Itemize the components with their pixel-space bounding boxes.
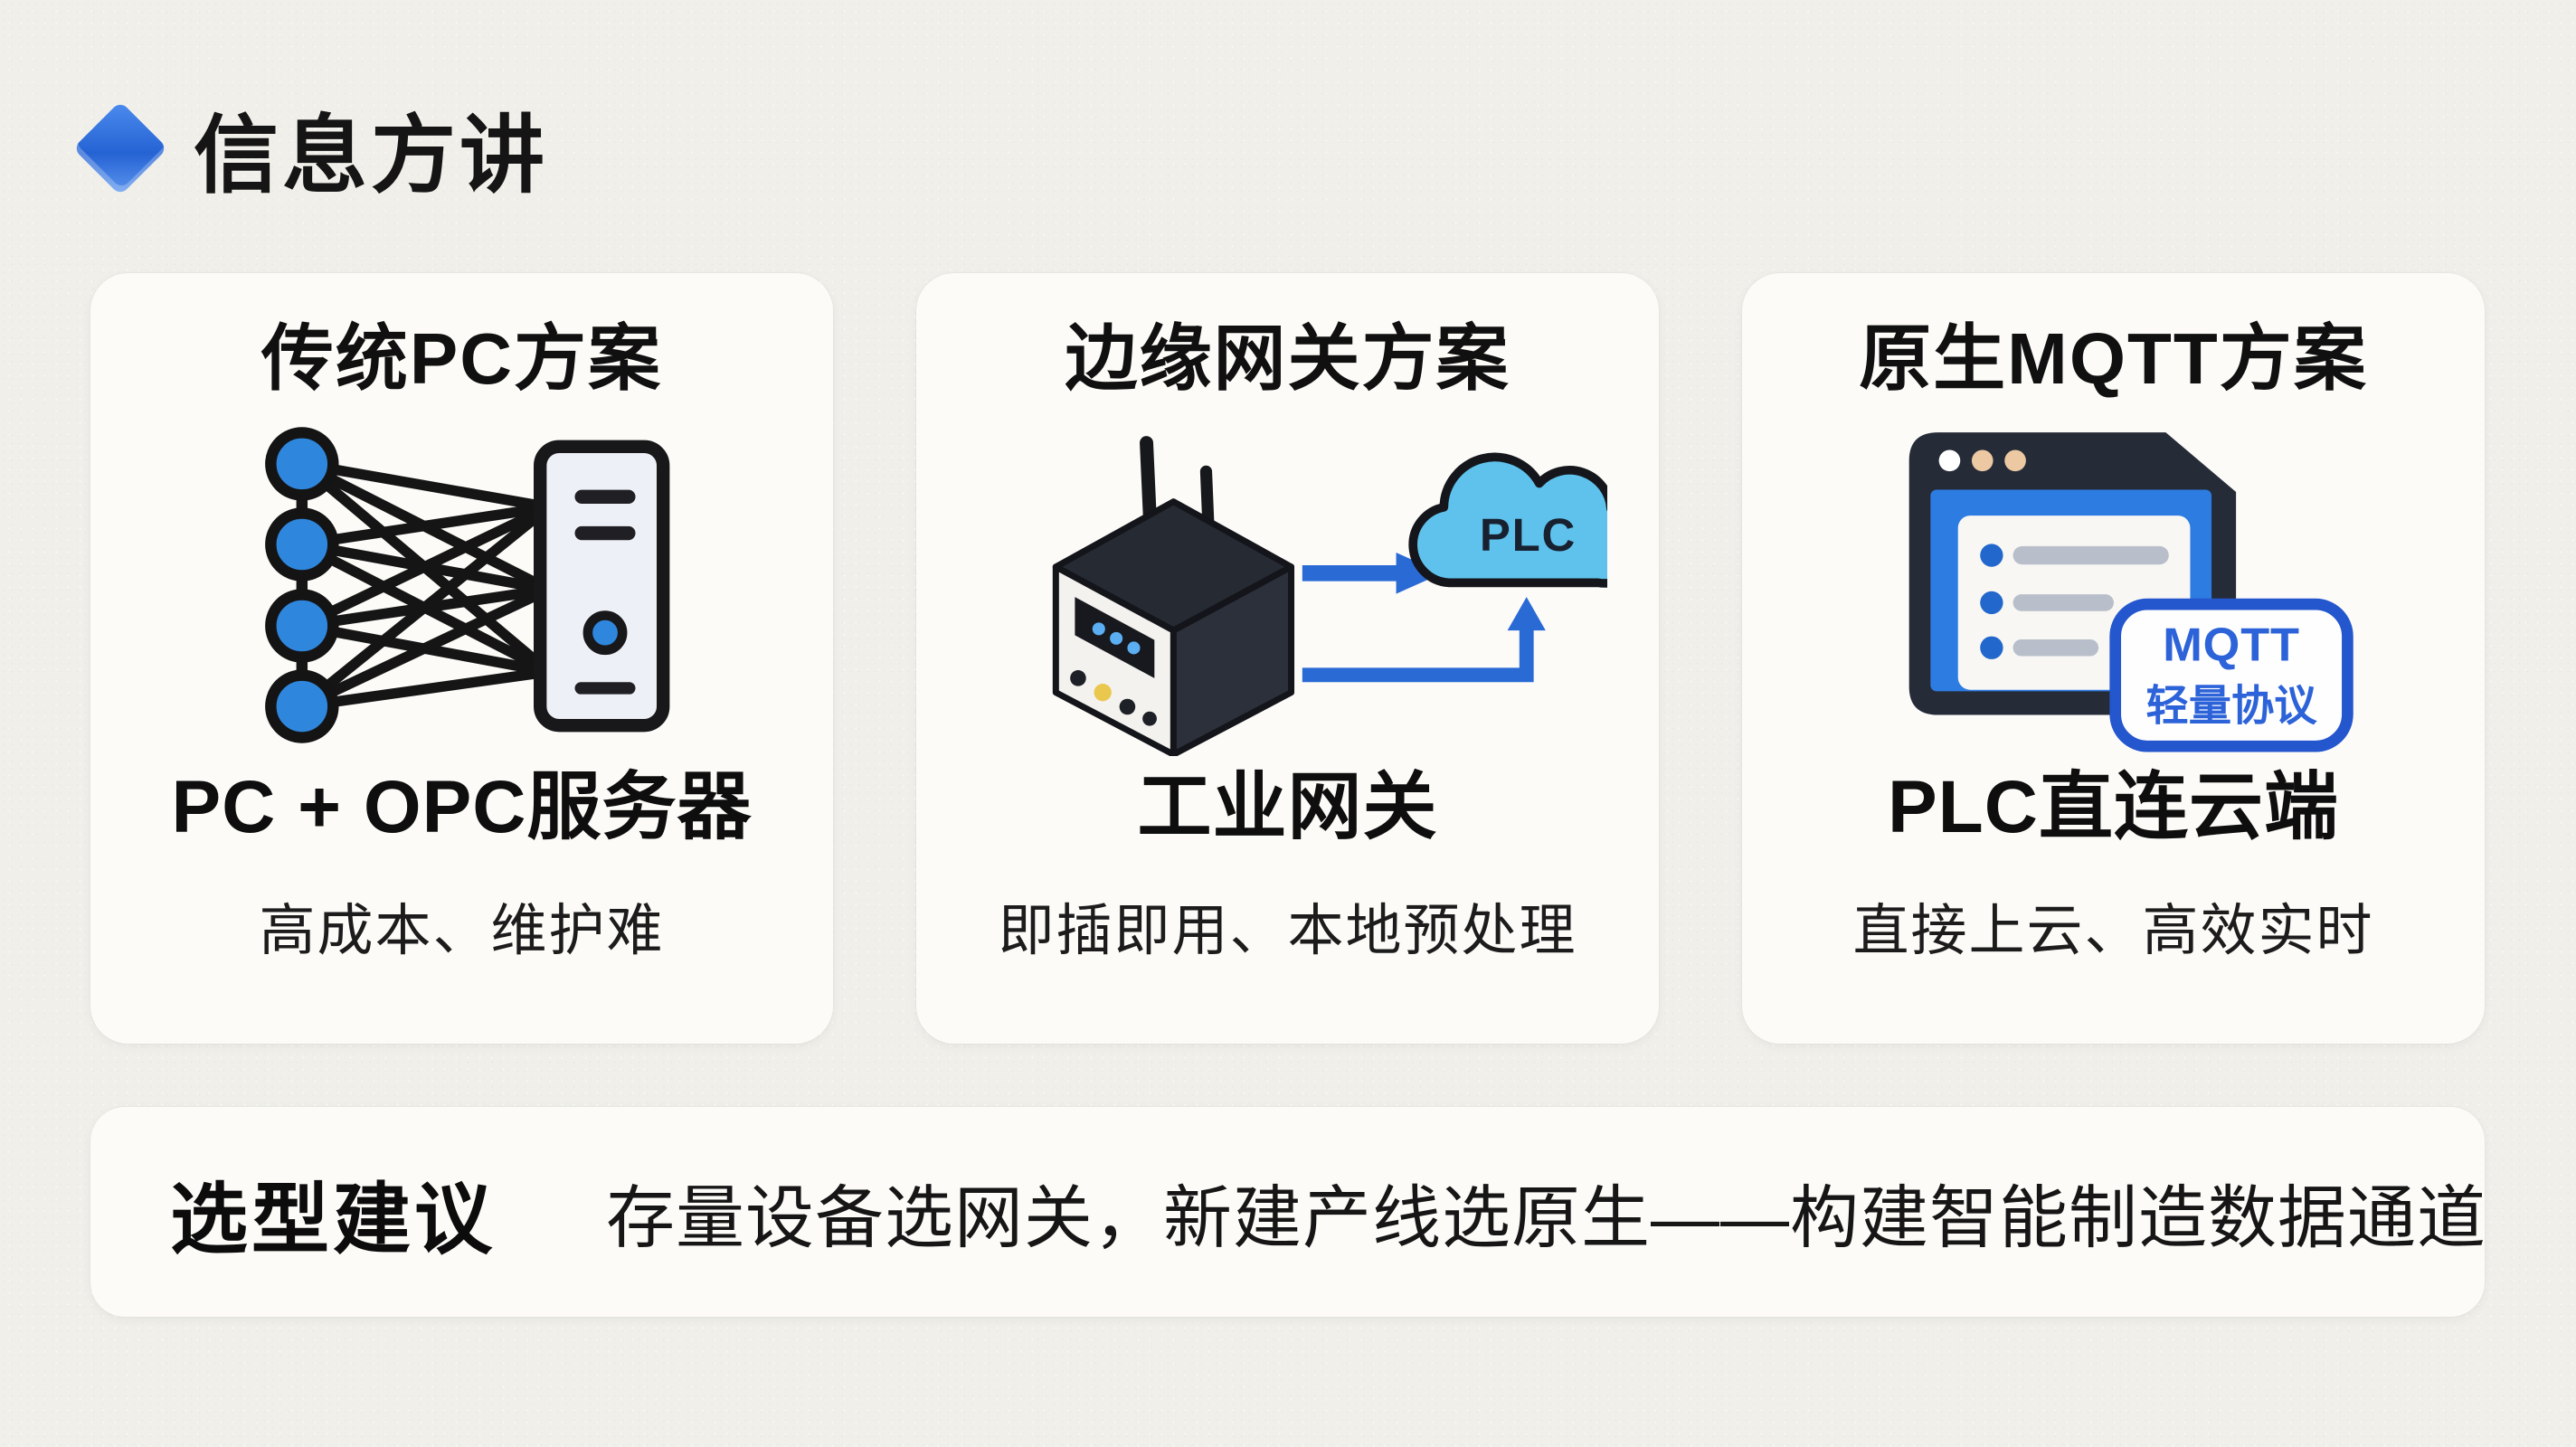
card-title: 边缘网关方案 — [1065, 318, 1511, 399]
solution-cards-row: 传统PC方案 — [90, 273, 2485, 1044]
front-indicators — [1069, 669, 1157, 726]
card-subtitle: PC + OPC服务器 — [171, 765, 753, 848]
mqtt-window-icon: MQTT 轻量协议 — [1908, 431, 2353, 752]
recommendation-text: 存量设备选网关，新建产线选原生——构建智能制造数据通道 — [606, 1180, 2486, 1257]
window-titlebar-dots — [1938, 449, 2026, 471]
card-edge-gateway: 边缘网关方案 — [916, 273, 1659, 1044]
card-traditional-pc: 传统PC方案 — [90, 273, 833, 1044]
card-subtitle: 工业网关 — [1137, 765, 1438, 848]
card-description: 高成本、维护难 — [259, 899, 665, 962]
card-icon-wrap: MQTT 轻量协议 — [1861, 414, 2366, 756]
cloud-plc-label: PLC — [1479, 509, 1576, 561]
mesh-edges — [296, 458, 554, 712]
card-subtitle: PLC直连云端 — [1887, 765, 2339, 848]
recommendation-bar: 选型建议 存量设备选网关，新建产线选原生——构建智能制造数据通道 — [90, 1107, 2486, 1317]
card-description: 即插即用、本地预处理 — [998, 899, 1577, 962]
gateway-box — [1052, 497, 1294, 756]
list-items — [1979, 543, 2169, 659]
card-title: 原生MQTT方案 — [1859, 318, 2368, 399]
mqtt-badge-line2: 轻量协议 — [2145, 682, 2317, 730]
card-native-mqtt: 原生MQTT方案 — [1742, 273, 2485, 1044]
card-icon-wrap — [237, 414, 687, 756]
mqtt-badge: MQTT 轻量协议 — [2108, 598, 2353, 752]
pc-tower — [533, 440, 669, 732]
mqtt-badge-line1: MQTT — [2163, 619, 2300, 671]
network-nodes — [264, 426, 339, 743]
diamond-icon — [72, 100, 168, 196]
plc-cloud: PLC — [1407, 452, 1607, 588]
card-icon-wrap: PLC — [969, 414, 1607, 756]
card-title: 传统PC方案 — [260, 318, 663, 399]
recommendation-label: 选型建议 — [170, 1176, 496, 1263]
network-pc-icon — [264, 426, 669, 743]
page-title: 信息方讲 — [194, 108, 549, 203]
data-flow-arrows — [1302, 552, 1546, 682]
screen-leds — [1092, 621, 1140, 655]
gateway-cloud-icon: PLC — [1052, 435, 1607, 756]
card-description: 直接上云、高效实时 — [1852, 899, 2374, 962]
header: 信息方讲 — [72, 87, 549, 210]
